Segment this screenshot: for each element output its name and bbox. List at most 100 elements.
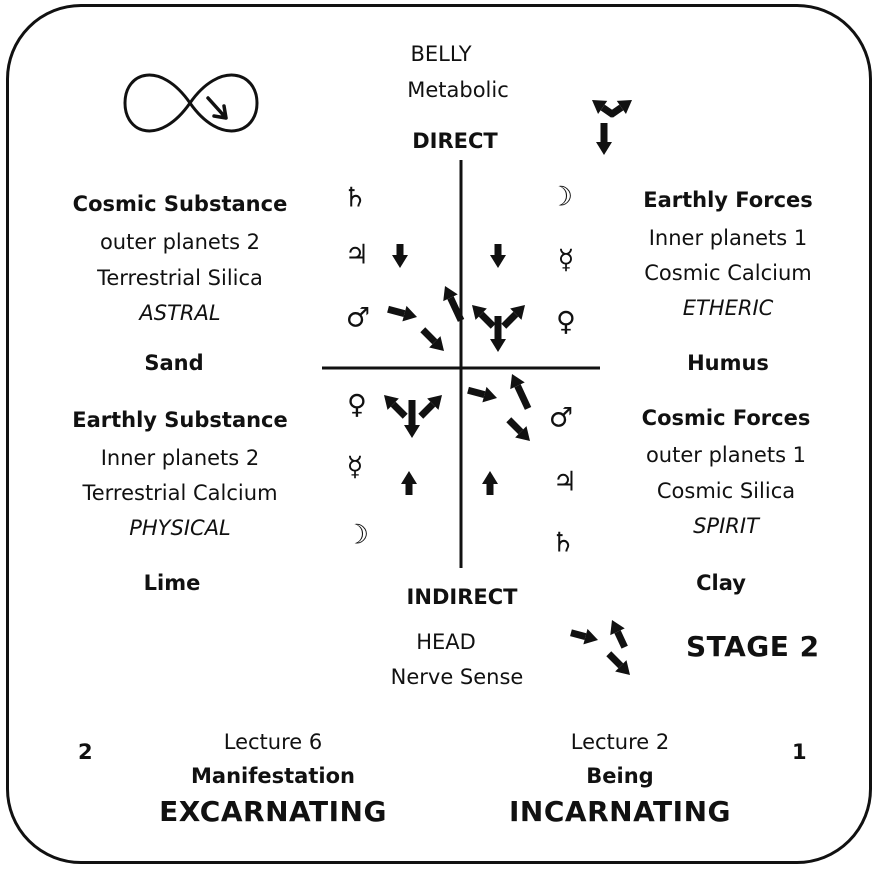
arrow-head [615,660,630,675]
mars-icon: ♂ [548,402,574,434]
footer-left-lecture: Lecture 6 [223,730,323,754]
belly-label: BELLY [410,42,472,66]
stage-label: STAGE 2 [686,630,820,663]
quadrant-br-line: outer planets 1 [645,443,807,467]
quadrant-br-line: Cosmic Silica [656,479,796,503]
jupiter-icon: ♃ [552,466,578,498]
arrow-head [392,255,408,268]
arrow-icon [596,123,612,155]
arrow-head [616,100,632,115]
arrow-icon [418,395,442,419]
saturn-icon: ♄ [550,527,576,559]
arrow-icon [472,305,496,329]
arrow-icon [490,316,506,352]
footer-right-process: INCARNATING [509,795,731,828]
arrow-icon [443,286,465,322]
arrow-head [443,286,458,302]
arrow-shaft [447,296,465,322]
mercury-icon: ☿ [346,451,364,483]
quadrant-bl-line: Terrestrial Calcium [82,481,278,505]
arrow-icon [501,305,525,329]
moon-icon: ☽ [344,519,370,551]
arrow-shaft [506,417,524,435]
arrow-shaft [387,305,406,318]
arrow-head [510,305,525,320]
arrow-head [472,305,487,320]
footer-left-process: EXCARNATING [159,795,387,828]
moon-icon: ☽ [548,181,574,213]
quadrant-br-soil: Clay [696,571,746,595]
quadrant-bl-soil: Lime [143,571,201,595]
arrow-head [596,142,612,155]
quadrant-tr-body: ETHERIC [682,296,774,320]
footer-right-lecture: Lecture 2 [570,730,670,754]
head-label: HEAD [416,630,476,654]
arrow-icon [490,244,506,268]
arrow-head [427,395,442,410]
arrow-icon [404,400,420,438]
arrow-shaft [514,384,532,410]
quadrant-tl-line: Terrestrial Silica [97,266,263,290]
quadrant-bl-title: Earthly Substance [72,408,288,432]
venus-icon: ♀ [347,389,367,421]
footer-right-name: Being [586,764,654,788]
rounded-frame [6,4,872,864]
arrow-head [583,628,598,645]
nerve-sense-label: Nerve Sense [390,665,524,689]
footer-left-number: 2 [78,740,93,764]
arrow-head [490,255,506,268]
venus-icon: ♀ [556,306,576,338]
arrow-head [510,374,525,390]
arrow-icon [392,244,408,268]
arrow-icon [610,620,628,649]
arrow-shaft [418,401,436,419]
metabolic-label: Metabolic [407,78,509,102]
arrow-head [592,100,608,115]
arrow-shaft [606,651,624,669]
arrow-head [515,426,530,441]
quadrant-tr-line: Inner planets 1 [648,226,808,250]
arrow-shaft [420,327,438,345]
quadrant-tl-body: ASTRAL [139,301,221,325]
indirect-label: INDIRECT [406,585,518,609]
arrow-shaft [467,386,486,399]
arrow-shaft [501,311,519,329]
footer-right-number: 1 [792,740,807,764]
quadrant-br-body: SPIRIT [693,514,759,538]
quadrant-bl-body: PHYSICAL [129,516,231,540]
quadrant-tr-title: Earthly Forces [643,188,813,212]
mercury-icon: ☿ [557,244,575,276]
arrow-shaft [614,630,628,649]
quadrant-tr-soil: Humus [687,351,769,375]
quadrant-tl-title: Cosmic Substance [72,192,288,216]
quadrant-tr-line: Cosmic Calcium [644,261,812,285]
arrow-head [384,395,399,410]
arrow-head [490,339,506,352]
quadrant-br-title: Cosmic Forces [641,406,811,430]
arrow-icon [608,100,632,118]
quadrant-bl-line: Inner planets 2 [100,446,260,470]
arrow-icon [420,327,444,351]
arrow-head [401,471,417,484]
arrow-icon [482,471,498,495]
direct-label: DIRECT [412,129,498,153]
arrow-icon [384,395,408,419]
arrow-head [404,425,420,438]
arrow-head [610,620,625,636]
jupiter-icon: ♃ [344,239,370,271]
arrow-head [482,386,497,403]
saturn-icon: ♄ [342,182,368,214]
arrow-icon [401,471,417,495]
arrow-head [482,471,498,484]
arrow-icon [506,417,530,441]
arrow-icon [510,374,532,410]
arrow-shaft [608,104,624,118]
footer-left-name: Manifestation [191,764,355,788]
arrow-icon [387,305,417,322]
arrow-shaft [478,311,496,329]
arrow-shaft [570,629,587,641]
